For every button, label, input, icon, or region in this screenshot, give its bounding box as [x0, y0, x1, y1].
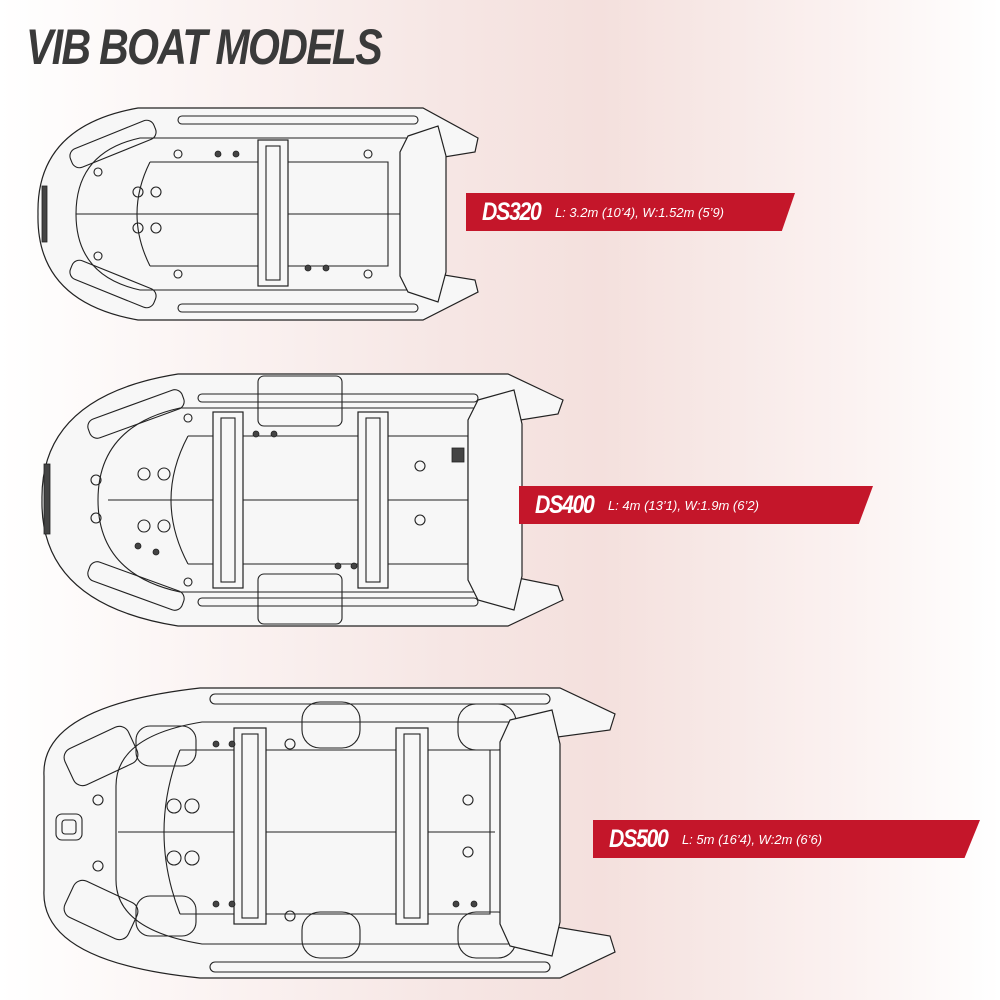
ds400-label-tag: DS400 L: 4m (13’1), W:1.9m (6’2) [519, 486, 873, 524]
model-name-ds500: DS500 [609, 824, 669, 853]
ds500-boat-drawing [20, 680, 620, 986]
ds320-label-tag: DS320 L: 3.2m (10’4), W:1.52m (5’9) [466, 193, 795, 231]
model-name-ds400: DS400 [535, 490, 595, 519]
ds500-label-tag: DS500 L: 5m (16’4), W:2m (6’6) [593, 820, 980, 858]
ds320-boat-drawing [28, 96, 488, 332]
page-title: VIB BOAT MODELS [26, 19, 383, 75]
model-dims-ds320: L: 3.2m (10’4), W:1.52m (5’9) [554, 204, 725, 220]
model-dims-ds400: L: 4m (13’1), W:1.9m (6’2) [607, 497, 759, 513]
model-dims-ds500: L: 5m (16’4), W:2m (6’6) [681, 831, 823, 847]
ds400-boat-drawing [38, 368, 570, 632]
model-name-ds320: DS320 [482, 197, 542, 226]
